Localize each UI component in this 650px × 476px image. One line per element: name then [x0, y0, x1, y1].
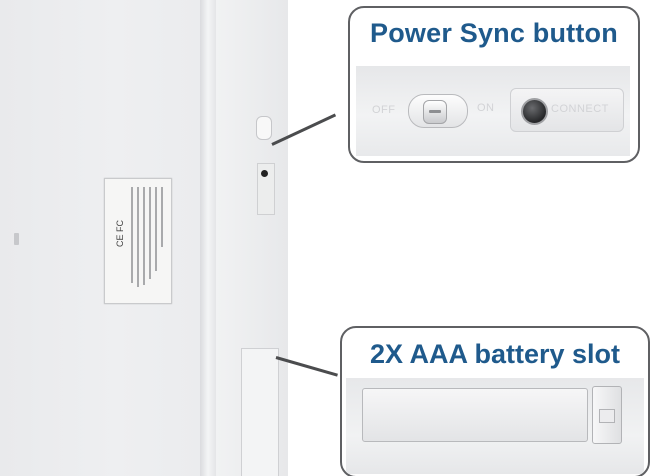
device-edge [200, 0, 216, 476]
power-switch [408, 94, 468, 128]
battery-latch [592, 386, 622, 444]
power-sync-closeup: OFF ON CONNECT [356, 66, 630, 156]
switch-on-label: ON [477, 102, 495, 114]
power-switch-knob [423, 100, 447, 124]
svg-text:CE FC: CE FC [115, 219, 125, 247]
connect-button-small [261, 170, 268, 177]
battery-door-small [241, 348, 279, 476]
connect-button-panel: CONNECT [510, 88, 624, 132]
battery-callout: 2X AAA battery slot [340, 326, 650, 476]
connect-label: CONNECT [551, 103, 609, 115]
compliance-label: CE FC [104, 178, 172, 304]
switch-off-label: OFF [372, 104, 396, 116]
battery-door [362, 388, 588, 442]
power-sync-callout: Power Sync button OFF ON CONNECT [348, 6, 640, 163]
power-switch-small [256, 116, 272, 140]
device-indent [14, 233, 19, 245]
connect-button [521, 98, 548, 125]
certification-marks: CE FC [115, 219, 125, 247]
battery-title: 2X AAA battery slot [369, 339, 621, 369]
power-sync-title: Power Sync button [370, 18, 618, 48]
battery-closeup [346, 378, 644, 474]
label-fine-print [129, 187, 165, 295]
